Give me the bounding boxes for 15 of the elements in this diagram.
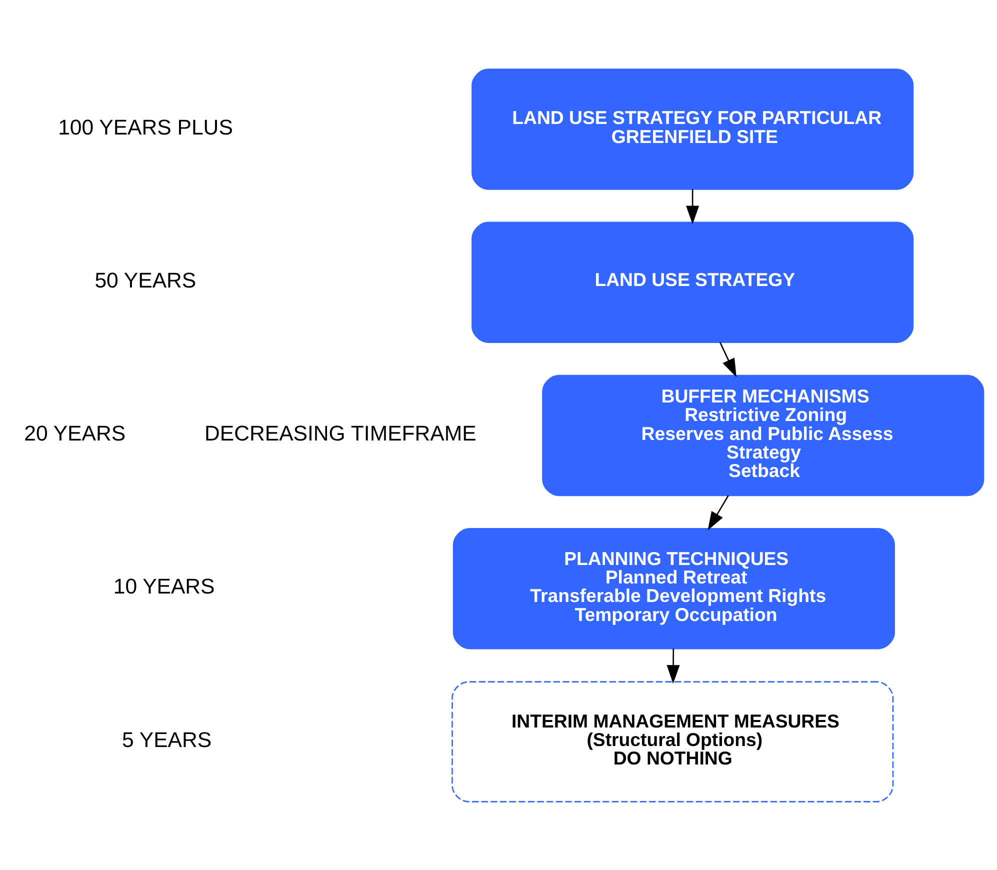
label: 10 YEARS	[113, 574, 215, 598]
label: 20 YEARS	[24, 421, 126, 446]
arrow	[686, 188, 700, 224]
label: 100 YEARS PLUS	[58, 114, 233, 139]
node-box: BUFFER MECHANISMS Restrictive Zoning Reserves and Public Assess Strategy Setback	[542, 374, 984, 496]
label: 5 YEARS	[122, 727, 212, 752]
node-box: INTERIM MANAGEMENT MEASURES (Structural Options) DO NOTHING	[452, 680, 894, 802]
arrow	[719, 342, 736, 377]
node-box: LAND USE STRATEGY	[472, 221, 914, 342]
arrow	[708, 494, 729, 530]
node-box: LAND USE STRATEGY FOR PARTICULAR GREENFIELD SITE	[472, 68, 914, 190]
arrow	[666, 648, 680, 684]
label: DECREASING TIMEFRAME	[204, 421, 476, 446]
label: 50 YEARS	[94, 268, 196, 292]
node-box: PLANNING TECHNIQUES Planned Retreat Transferable Development Rights Temporary Occupation	[452, 528, 895, 649]
